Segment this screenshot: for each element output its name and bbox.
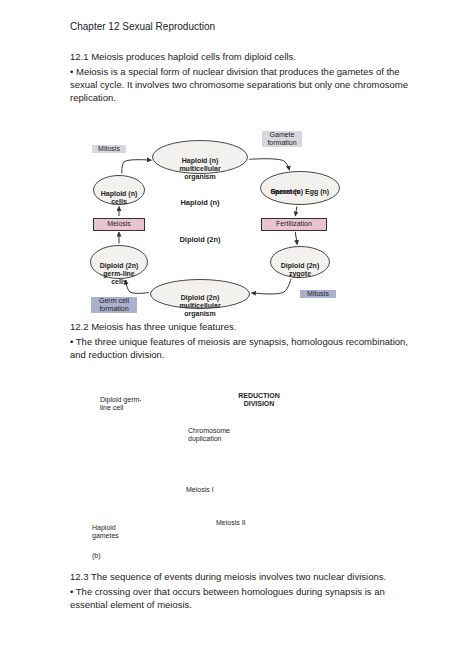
stage-ellipse: Diploid (2n) multicellular organism — [150, 279, 250, 309]
figure-label: Meiosis I — [186, 486, 236, 494]
figure-label: Chromosome duplication — [188, 427, 250, 443]
cell-circle — [148, 442, 188, 482]
process-box: Meiosis — [93, 218, 145, 231]
cycle-arrow — [251, 279, 291, 294]
process-box: Fertilization — [261, 218, 327, 231]
block-arrow — [159, 483, 177, 496]
arrow-label: Germ cell formation — [91, 297, 137, 313]
chromosome — [173, 400, 177, 414]
chromosome — [218, 542, 222, 556]
cycle-arrow — [119, 207, 120, 217]
figure-label: Diploid germ-line cell — [100, 396, 148, 412]
haploid-band: Haploid (n) Haploid (n) multicellular org… — [88, 125, 350, 224]
body-text: 12.1 Meiosis produces haploid cells from… — [70, 50, 450, 63]
cell-circle — [174, 495, 212, 533]
cycle-arrow — [126, 280, 149, 293]
stage-ellipse: Diploid (2n) zygote — [270, 246, 330, 278]
cell-circle — [124, 495, 162, 533]
chromosome — [172, 454, 181, 470]
node-label: Diploid (2n) zygote — [278, 262, 322, 278]
figure-frame — [85, 122, 353, 319]
node-label: Fertilization — [265, 220, 323, 228]
node-label: Diploid (2n) germ-line cells — [98, 262, 141, 286]
block-arrow — [161, 525, 175, 538]
chromosome — [139, 506, 148, 522]
stage-ellipse: GametesSperm (n) Egg (n) — [260, 171, 340, 205]
cycle-arrow — [122, 160, 151, 174]
arrow-label: Mitosis — [92, 145, 126, 153]
body-text: 12.3 The sequence of events during meios… — [70, 570, 460, 583]
block-arrow — [159, 424, 177, 441]
node-label: Diploid (2n) multicellular organism — [163, 294, 237, 318]
stage-ellipse: Diploid (2n) germ-line cells — [90, 245, 148, 279]
figure-label: Haploid gametes — [92, 524, 124, 540]
band-fill — [88, 125, 350, 224]
cycle-arrow — [295, 232, 297, 245]
chromosome — [159, 400, 163, 414]
cycle-arrow — [295, 206, 297, 216]
node-label: Haploid (n) multicellular organism — [164, 157, 235, 181]
chromosome — [258, 542, 262, 556]
chromosome — [189, 506, 198, 522]
chromosome — [138, 542, 142, 556]
body-text: 12.2 Meiosis has three unique features. — [70, 320, 450, 333]
chromosome — [178, 542, 182, 556]
stage-ellipse: Haploid (n) multicellular organism — [152, 140, 248, 174]
cycle-arrow — [249, 159, 289, 170]
figure-label: REDUCTION DIVISION — [222, 392, 296, 408]
body-text: • Meiosis is a special form of nuclear d… — [70, 65, 415, 104]
figure-label: Meiosis II — [216, 519, 266, 527]
figure-panel — [88, 383, 304, 564]
body-text: • The three unique features of meiosis a… — [70, 335, 415, 361]
arrow-label: Mitosis — [300, 290, 336, 298]
node-text: Meiosis — [97, 220, 141, 228]
figure-label: (b) — [92, 552, 112, 560]
node-label: Sperm (n) Egg (n) — [270, 188, 329, 196]
arrow-label: Gamete formation — [262, 131, 302, 147]
band-label: Diploid (2n) — [160, 236, 240, 244]
node-label: Meiosis — [97, 220, 141, 228]
cell-circle — [208, 537, 232, 561]
body-text: • The crossing over that occurs between … — [70, 585, 415, 611]
node-label: Haploid (n) cells — [100, 190, 138, 206]
ellipse-outline — [261, 172, 340, 205]
node-text: Fertilization — [265, 220, 323, 228]
cell-circle — [248, 537, 272, 561]
chromosome — [156, 454, 165, 470]
cell-circle — [151, 390, 185, 424]
stage-ellipse: Haploid (n) cells — [93, 175, 145, 205]
ellipse-outline — [271, 247, 330, 278]
band-label: Haploid (n) — [160, 199, 240, 207]
cycle-arrow — [119, 232, 120, 244]
page-title: Chapter 12 Sexual Reproduction — [70, 20, 370, 33]
cell-circle — [128, 537, 152, 561]
cell-circle — [168, 537, 192, 561]
